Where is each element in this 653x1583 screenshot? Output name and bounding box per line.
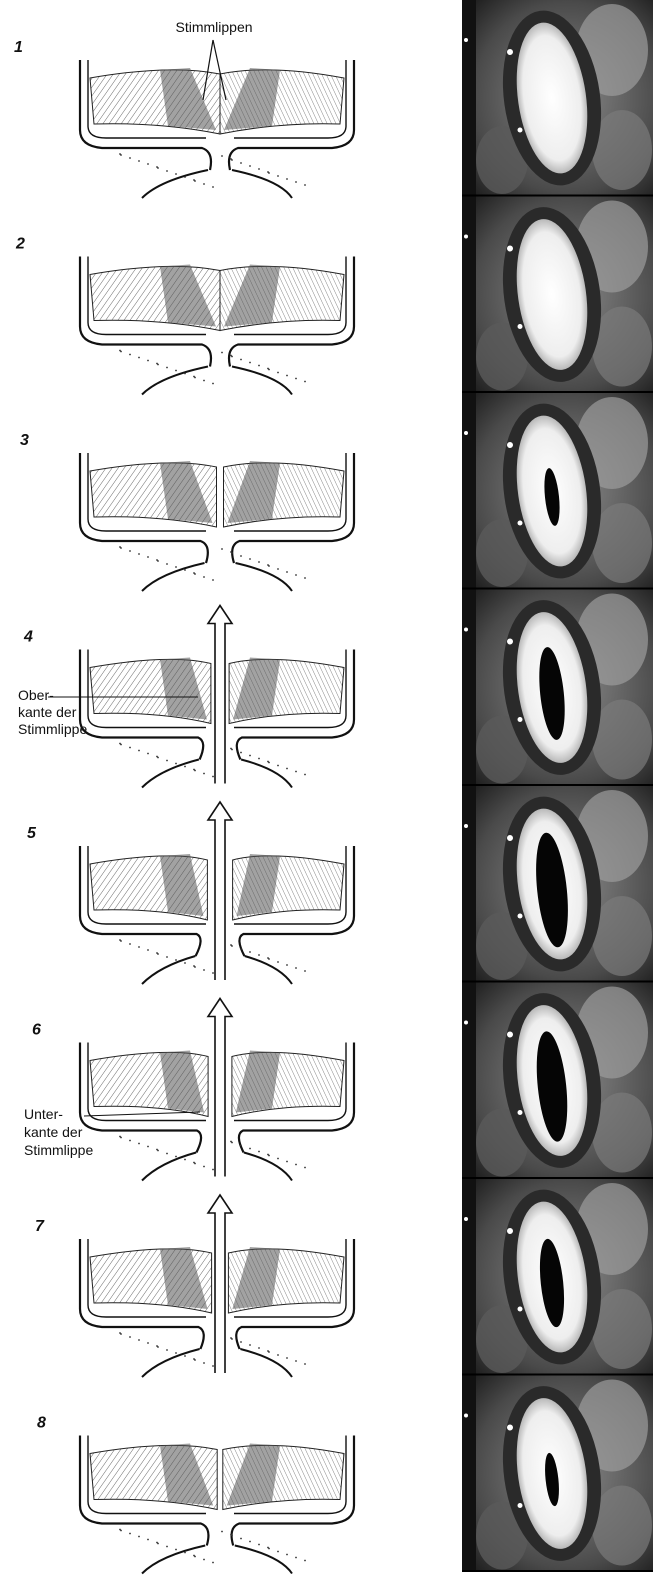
frame-number-8: 8 (37, 1415, 46, 1432)
frame-number-2: 2 (15, 236, 25, 253)
frame-8: 8 (37, 1415, 354, 1574)
label-stimmlippen: Stimmlippen (175, 19, 252, 35)
frame-number-6: 6 (32, 1022, 41, 1039)
annotation-unterkante: Unter- kante der Stimmlippe (24, 1106, 200, 1158)
anatomical-drawings-column: 1 2 3 4 5 6 7 8 (14, 39, 354, 1574)
airflow-arrow (208, 606, 232, 784)
airflow-arrow (208, 999, 232, 1177)
label-unterkante-line3: Stimmlippe (24, 1142, 93, 1158)
endoscopy-photo-6 (462, 983, 653, 1179)
frame-number-7: 7 (35, 1218, 45, 1235)
endoscopic-photos-column (462, 0, 653, 1571)
endoscopy-photo-3 (462, 393, 653, 589)
label-oberkante-line2: kante der (18, 704, 77, 720)
label-unterkante-line1: Unter- (24, 1106, 63, 1122)
endoscopy-photo-2 (462, 197, 653, 393)
endoscopy-photo-5 (462, 786, 653, 982)
endoscopy-photo-4 (462, 590, 653, 786)
frame-7: 7 (35, 1195, 354, 1377)
endoscopy-photo-7 (462, 1179, 653, 1375)
label-oberkante-line1: Ober- (18, 687, 54, 703)
frame-2: 2 (15, 236, 354, 395)
endoscopy-photo-8 (462, 1376, 653, 1572)
frame-number-5: 5 (27, 825, 37, 842)
airflow-arrow (208, 802, 232, 980)
label-oberkante-line3: Stimmlippe (18, 721, 87, 737)
frame-1: 1 (14, 39, 354, 198)
frame-3: 3 (20, 432, 354, 591)
frame-number-3: 3 (20, 432, 29, 449)
endoscopy-photo-1 (462, 0, 653, 196)
label-unterkante-line2: kante der (24, 1124, 83, 1140)
frame-number-1: 1 (14, 39, 23, 56)
frame-5: 5 (27, 802, 354, 984)
frame-number-4: 4 (23, 629, 33, 646)
